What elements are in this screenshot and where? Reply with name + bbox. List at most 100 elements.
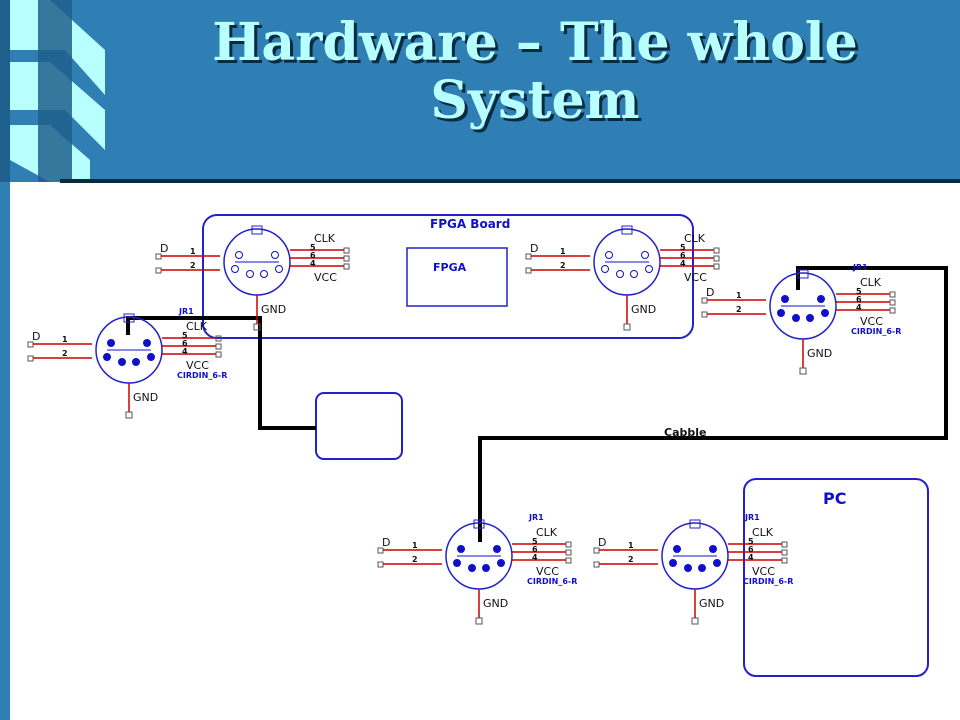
- pin-terminal: [713, 247, 720, 254]
- pin-terminal: [125, 411, 133, 419]
- pin-number: 2: [560, 261, 566, 270]
- gnd-label: GND: [483, 597, 508, 610]
- pin-number: 6: [182, 339, 188, 348]
- din-pin: [792, 314, 800, 322]
- gnd-label: GND: [699, 597, 724, 610]
- pin-number: 5: [680, 243, 686, 252]
- pin-terminal: [713, 255, 720, 262]
- gnd-label: GND: [261, 303, 286, 316]
- pin-number: 1: [736, 291, 742, 300]
- pin-number: 1: [62, 335, 68, 344]
- pin-terminal: [253, 323, 261, 331]
- din-pin: [817, 295, 825, 303]
- pin-number: 6: [856, 295, 862, 304]
- pin-terminal: [713, 263, 720, 270]
- din-pin: [630, 270, 638, 278]
- pin-terminal: [565, 549, 572, 556]
- pin-number: 2: [62, 349, 68, 358]
- pin-terminal: [799, 367, 807, 375]
- din-key: [251, 225, 263, 235]
- pin-number: 6: [748, 545, 754, 554]
- pin-number: 2: [628, 555, 634, 564]
- pin-terminal: [565, 557, 572, 564]
- din-pin: [616, 270, 624, 278]
- pin-terminal: [889, 299, 896, 306]
- din-pin: [118, 358, 126, 366]
- data-pin-label: D: [382, 536, 390, 549]
- part-name: CIRDIN_6-R: [851, 327, 901, 336]
- din-pin: [453, 559, 461, 567]
- pin-number: 6: [680, 251, 686, 260]
- pin-terminal: [155, 267, 162, 274]
- din-pin: [275, 265, 283, 273]
- pin-terminal: [215, 335, 222, 342]
- vcc-label: VCC: [752, 565, 775, 578]
- pin-terminal: [691, 617, 699, 625]
- pin-number: 1: [560, 247, 566, 256]
- din-pin: [246, 270, 254, 278]
- pin-number: 4: [532, 553, 538, 562]
- data-pin-label: D: [530, 242, 538, 255]
- pin-number: 1: [190, 247, 196, 256]
- pin-terminal: [525, 267, 532, 274]
- din-pin: [235, 251, 243, 259]
- din-pin: [673, 545, 681, 553]
- din-key: [473, 519, 485, 529]
- pin-terminal: [593, 561, 600, 568]
- pin-number: 5: [856, 287, 862, 296]
- header-divider: [60, 179, 960, 183]
- clk-label: CLK: [186, 320, 208, 333]
- data-pin-label: D: [598, 536, 606, 549]
- pin-number: 1: [412, 541, 418, 550]
- din-pin: [605, 251, 613, 259]
- clk-label: CLK: [752, 526, 774, 539]
- din-pin: [271, 251, 279, 259]
- vcc-label: VCC: [314, 271, 337, 284]
- pin-terminal: [889, 291, 896, 298]
- title-banner: Hardware – The whole System: [0, 0, 960, 183]
- din-pin: [497, 559, 505, 567]
- pin-terminal: [701, 311, 708, 318]
- pin-terminal: [889, 307, 896, 314]
- pin-number: 5: [310, 243, 316, 252]
- pin-number: 5: [748, 537, 754, 546]
- pin-number: 5: [532, 537, 538, 546]
- din-pin: [103, 353, 111, 361]
- din-pin: [713, 559, 721, 567]
- vcc-label: VCC: [536, 565, 559, 578]
- pin-number: 2: [412, 555, 418, 564]
- din-pin: [147, 353, 155, 361]
- pin-terminal: [781, 541, 788, 548]
- pin-number: 4: [310, 259, 316, 268]
- din-pin: [806, 314, 814, 322]
- pin-number: 4: [856, 303, 862, 312]
- pin-terminal: [27, 355, 34, 362]
- vcc-label: VCC: [860, 315, 883, 328]
- pin-number: 4: [680, 259, 686, 268]
- din-pin: [468, 564, 476, 572]
- din-pin: [641, 251, 649, 259]
- fpga-chip: [406, 247, 508, 307]
- din-key: [797, 269, 809, 279]
- din-pin: [684, 564, 692, 572]
- gnd-label: GND: [133, 391, 158, 404]
- pin-terminal: [475, 617, 483, 625]
- din-pin: [601, 265, 609, 273]
- din-pin: [709, 545, 717, 553]
- ref-designator: JR1: [528, 513, 544, 522]
- pin-terminal: [623, 323, 631, 331]
- part-name: CIRDIN_6-R: [527, 577, 577, 586]
- din-pin: [457, 545, 465, 553]
- pc-box: [743, 478, 929, 677]
- pc-label: PC: [823, 489, 846, 508]
- din-pin: [482, 564, 490, 572]
- pin-terminal: [343, 255, 350, 262]
- pin-number: 4: [182, 347, 188, 356]
- fpga-board-outline: [202, 214, 694, 339]
- vcc-label: VCC: [684, 271, 707, 284]
- clk-label: CLK: [536, 526, 558, 539]
- pin-terminal: [215, 351, 222, 358]
